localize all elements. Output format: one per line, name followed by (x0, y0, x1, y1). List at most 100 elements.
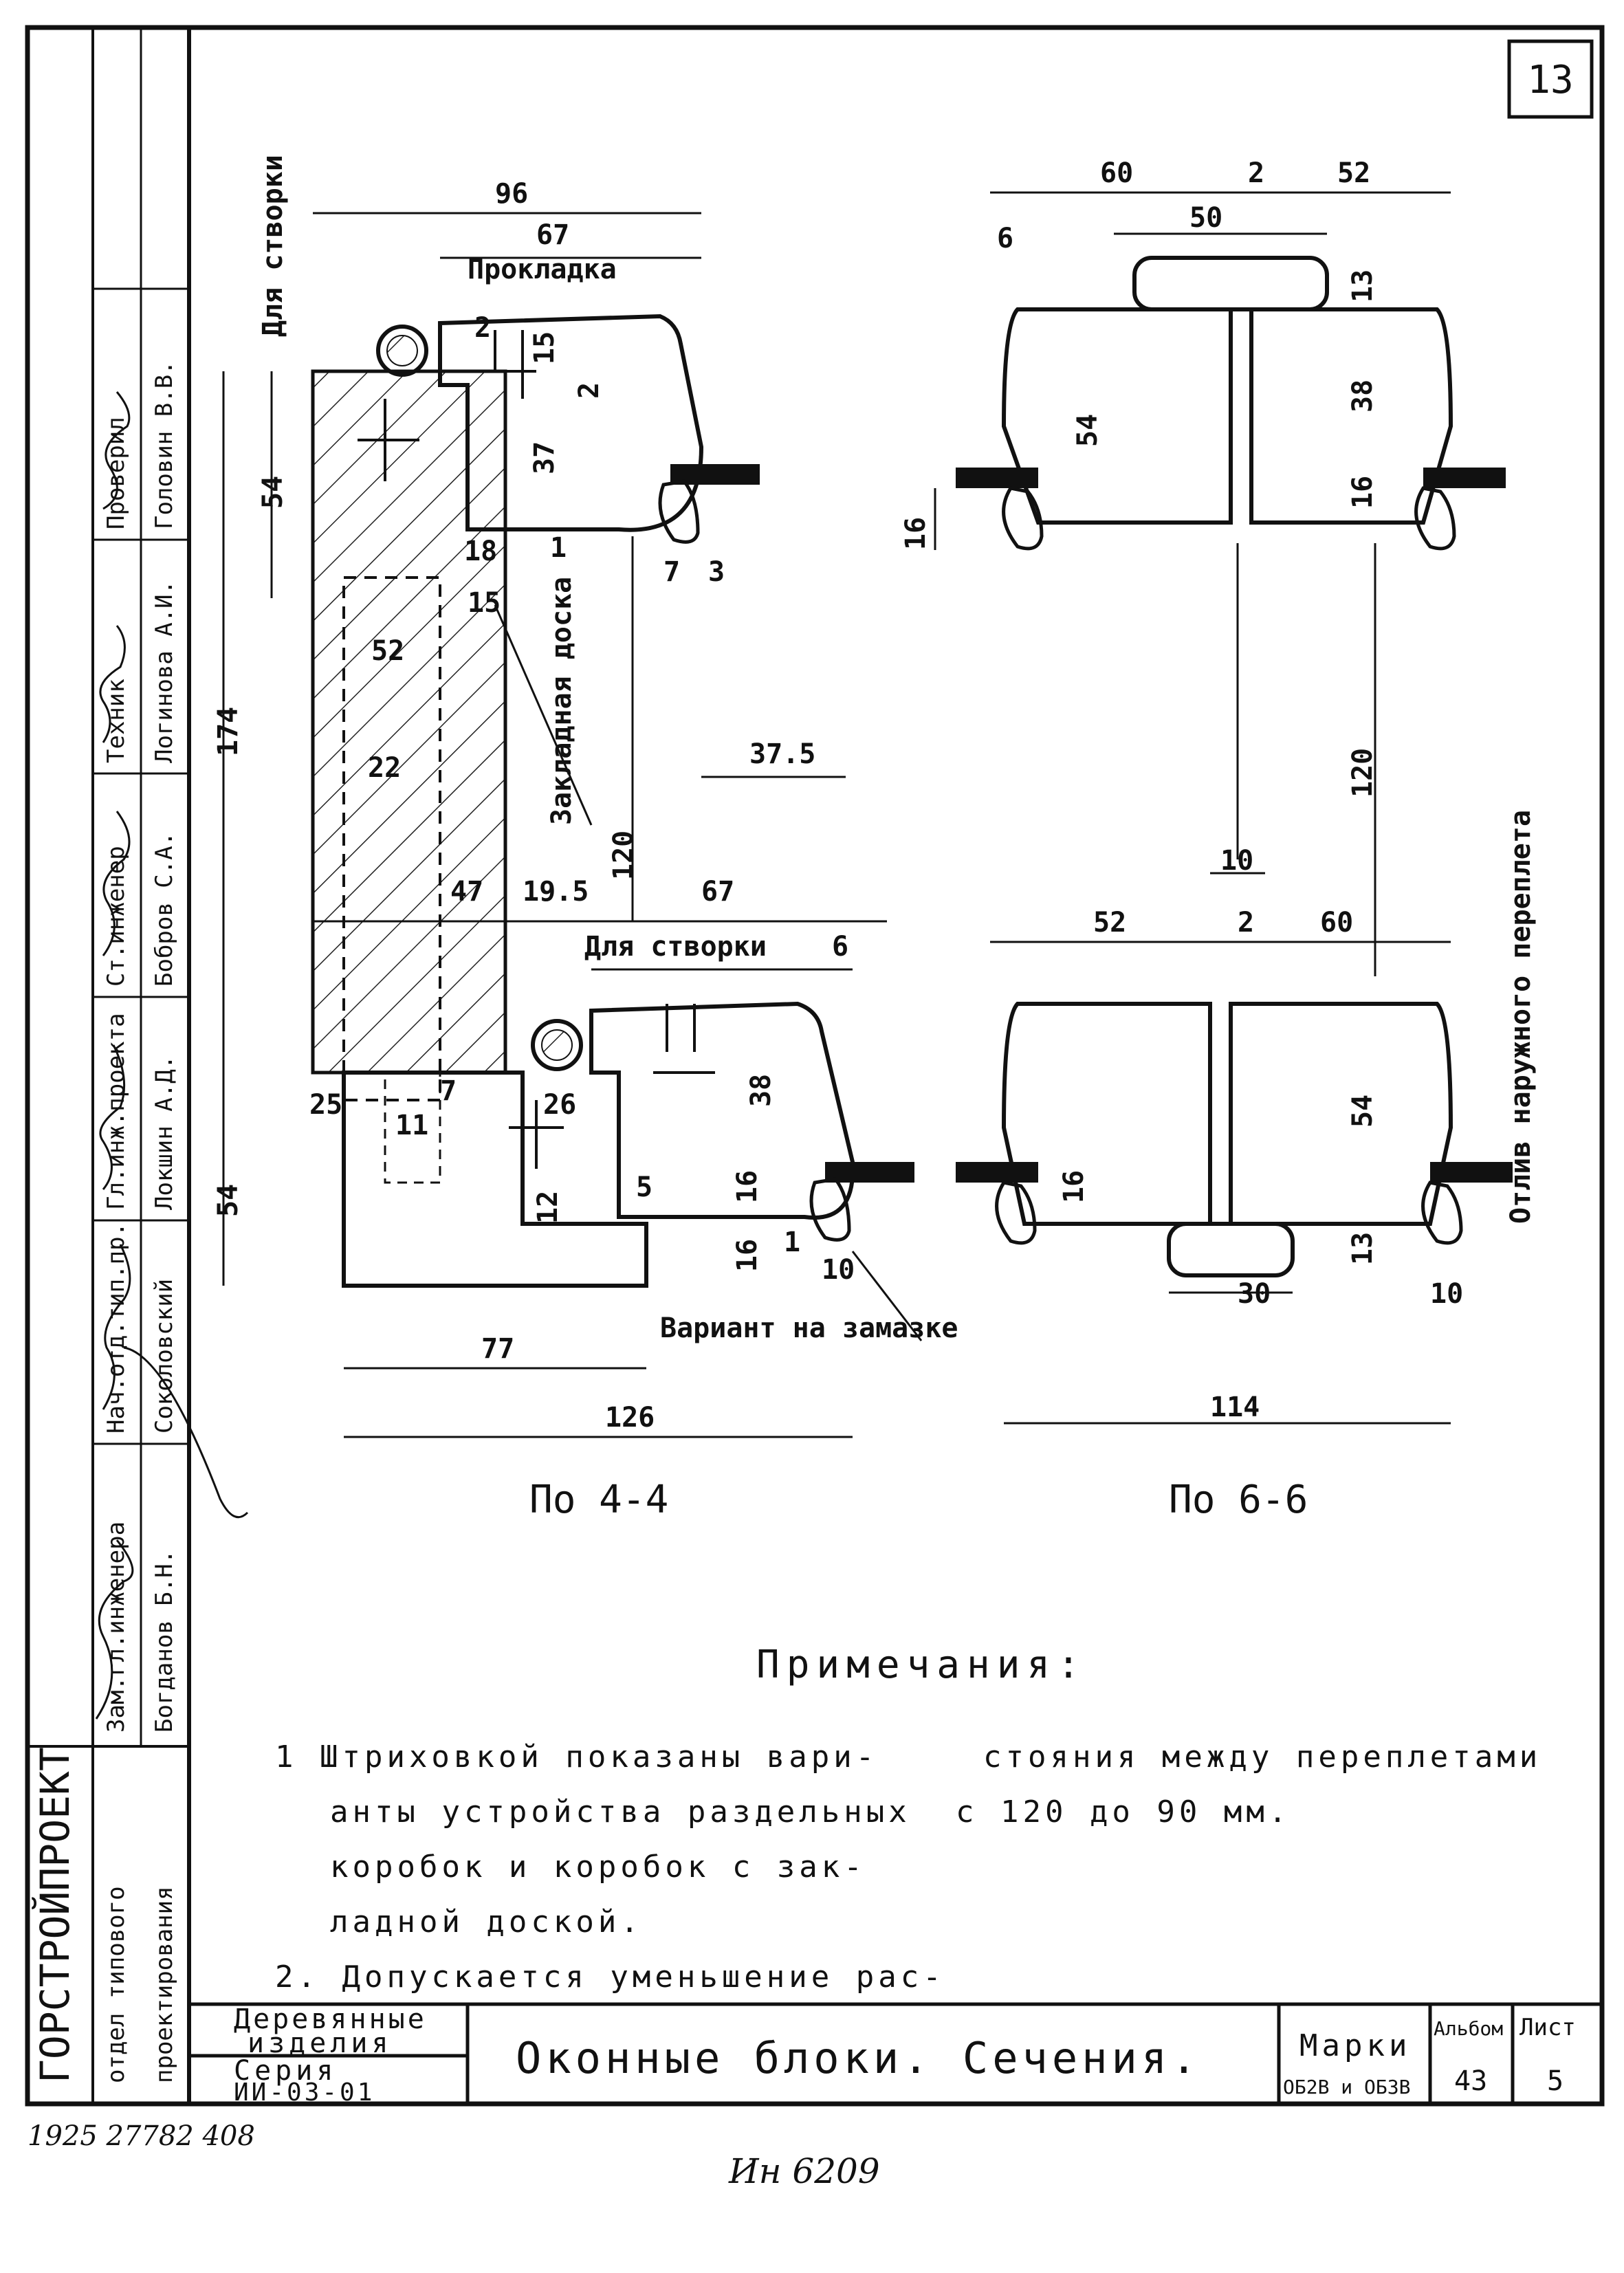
dim66-2b: 2 (1238, 907, 1254, 938)
dim-54b: 54 (212, 1184, 244, 1217)
dim-96: 96 (495, 178, 528, 210)
dim-2: 2 (474, 312, 491, 344)
dim-12: 12 (532, 1191, 564, 1224)
album-label: Альбом (1434, 2017, 1503, 2040)
dim-10: 10 (822, 1254, 855, 1286)
label-for-sash: Для створки (257, 155, 289, 337)
title-block: Деревянные изделия Серия ИИ-03-01 Оконны… (234, 2003, 1576, 2107)
dim-16: 16 (732, 1170, 763, 1203)
dim66-60b: 60 (1320, 907, 1353, 938)
top-mullion-cap (1132, 256, 1329, 311)
caption-6-6: По 6-6 (1169, 1478, 1308, 1522)
signatures (95, 391, 249, 1720)
dim-18: 18 (464, 536, 497, 567)
stamp-name-3: Бобров С.А. (151, 832, 178, 987)
note-left-1: анты устройства раздельных (330, 1794, 911, 1830)
dim-54: 54 (257, 476, 289, 509)
label-gasket: Прокладка (468, 254, 617, 285)
note-left-3: ладной доской. (330, 1904, 643, 1940)
notes-title: Примечания: (756, 1643, 1087, 1687)
dim-174: 174 (212, 707, 244, 756)
footer: 1925 27782 408 Ин 6209 (28, 2120, 880, 2191)
dim-15b: 15 (468, 587, 501, 619)
dim66-54b: 54 (1347, 1095, 1379, 1128)
dim66-13: 13 (1347, 270, 1379, 303)
sheet-frame (25, 25, 1605, 2107)
footer-left-note: 1925 27782 408 (28, 2120, 255, 2152)
dim-22: 22 (368, 752, 401, 784)
dim-37: 37 (529, 441, 560, 474)
dim66-16: 16 (900, 517, 932, 550)
note-left-4: 2. Допускается уменьшение рас- (275, 1959, 945, 1995)
dim-47: 47 (450, 876, 483, 908)
title-block-frame (189, 2002, 1602, 2104)
dim-26: 26 (543, 1089, 576, 1121)
dim-38: 38 (745, 1074, 777, 1107)
dim66-16b: 16 (1347, 476, 1379, 509)
bottom-mullion-cap (1167, 1222, 1295, 1277)
glass-top (658, 464, 760, 544)
notes: Примечания: 1 Штриховкой показаны вари- … (275, 1643, 1541, 1995)
sheet-label: Лист (1519, 2014, 1576, 2041)
dim-120: 120 (608, 831, 639, 880)
note-right-1: с 120 до 90 мм. (956, 1794, 1291, 1830)
glass-bottom (809, 1162, 914, 1242)
top-left-sash (1001, 307, 1233, 525)
dim-7: 7 (663, 556, 680, 588)
category-line-1: Деревянные (234, 2003, 427, 2035)
note-right-0: стояния между переплетами (983, 1739, 1541, 1775)
series-value: ИИ-03-01 (234, 2078, 375, 2107)
dim-1b: 1 (784, 1227, 800, 1258)
sheet-value: 5 (1547, 2065, 1563, 2097)
series-label: Серия (234, 2055, 337, 2087)
section-4-4: Для створки Прокладка Закладная доска Дл… (212, 155, 958, 1522)
dim-25: 25 (309, 1089, 342, 1121)
stamp-name-2: Локшин А.Д. (151, 1055, 178, 1210)
bottom-left-sash (1001, 1002, 1212, 1226)
sheet-number: 13 (1527, 58, 1573, 102)
section-6-6: 60 2 52 50 6 13 54 38 16 16 120 10 52 2 … (900, 157, 1537, 1522)
dim-16b: 16 (732, 1239, 763, 1272)
label-for-sash-2: Для створки (584, 931, 767, 963)
embedded-board-dashed (342, 576, 441, 1101)
dim66-16c: 16 (1058, 1170, 1090, 1203)
note-left-2: коробок и коробок с зак- (330, 1849, 866, 1885)
dim66-10: 10 (1220, 845, 1253, 877)
label-putty-variant: Вариант на замазке (660, 1313, 958, 1344)
stamp-org: ГОРСТРОЙПРОЕКТ (31, 1747, 78, 2083)
glass-66-top (956, 468, 1506, 551)
bottom-right-sash (1229, 1002, 1453, 1226)
stamp-dept-1: отдел типового (102, 1886, 130, 2083)
dim-1: 1 (550, 532, 567, 564)
dim-67: 67 (536, 219, 569, 251)
dim66-60: 60 (1100, 157, 1133, 189)
dim66-2: 2 (1248, 157, 1264, 189)
lower-jamb-profile (342, 1070, 648, 1288)
dim66-30: 30 (1238, 1278, 1271, 1310)
dim-15: 15 (529, 331, 560, 364)
dim66-54: 54 (1072, 414, 1104, 447)
dim66-10b: 10 (1430, 1278, 1463, 1310)
drawing-title: Оконные блоки. Сечения. (516, 2033, 1201, 2083)
caption-4-4: По 4-4 (529, 1478, 668, 1522)
dim66-120: 120 (1347, 748, 1379, 798)
side-stamp (28, 28, 189, 2104)
dim-37-5: 37.5 (749, 738, 815, 770)
marks-value: ОБ2В и ОБ3В (1283, 2076, 1410, 2098)
dim-2b: 2 (573, 382, 605, 399)
stamp-name-4: Логинова А.И. (151, 580, 178, 763)
lower-sash-profile (589, 1001, 855, 1220)
dimension-lines-6-6 (934, 191, 1451, 1425)
stamp-name-0: Богданов Б.Н. (151, 1550, 178, 1733)
dim66-13b: 13 (1347, 1232, 1379, 1265)
dim66-38: 38 (1347, 380, 1379, 413)
dim-11: 11 (395, 1110, 428, 1141)
dim-3: 3 (708, 556, 725, 588)
dim66-52: 52 (1337, 157, 1370, 189)
dim66-50: 50 (1189, 202, 1222, 234)
stamp-role-4: Техник (102, 679, 130, 763)
stamp-dept-2: проектирования (151, 1886, 178, 2083)
label-drip: Отлив наружного переплета (1505, 810, 1537, 1224)
dim-19-5: 19.5 (523, 876, 589, 908)
